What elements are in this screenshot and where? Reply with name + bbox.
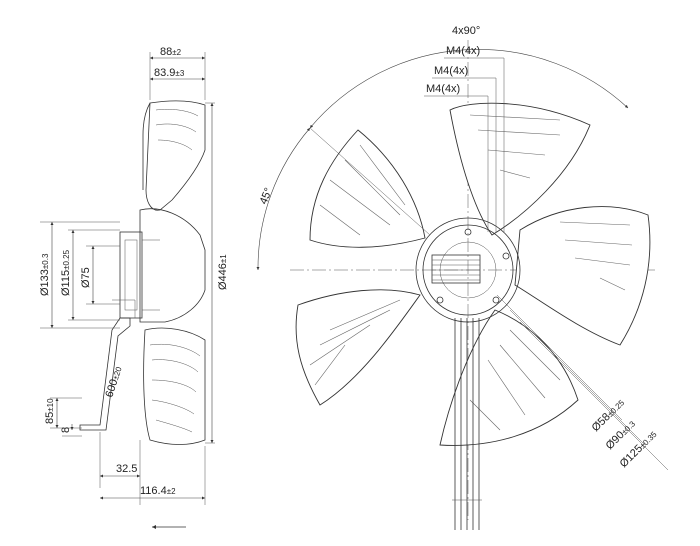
offset-85-label: 85±10 (44, 398, 56, 424)
angle-4x90-label: 4x90° (452, 25, 480, 37)
front-view: 4x90° 45° M4(4x) M4(4x) M4(4x) Ø58±0.25 … (256, 25, 669, 530)
cables (452, 318, 482, 530)
offset-32-label: 32.5 (116, 463, 137, 475)
cable-length-label: 600±20 (103, 365, 124, 399)
thread-2-label: M4(4x) (434, 65, 468, 77)
width-blade-label: 83.9±3 (154, 67, 185, 79)
dia-133-label: Ø133±0.3 (39, 253, 51, 296)
dia-75-label: Ø75 (80, 267, 92, 288)
thread-3-label: M4(4x) (426, 83, 460, 95)
offset-8-label: 8 (60, 427, 72, 433)
thread-1-label: M4(4x) (446, 45, 480, 57)
dia-446-label: Ø446±1 (217, 254, 229, 290)
dia-115-label: Ø115±0.25 (60, 249, 72, 296)
hub (415, 217, 521, 323)
width-overall-label: 88±2 (160, 46, 182, 58)
offset-116-label: 116.4±2 (140, 485, 176, 497)
angle-45-label: 45° (258, 186, 275, 206)
side-view: 88±2 83.9±3 Ø446±1 Ø133±0.3 Ø115±0.25 Ø7… (39, 46, 229, 529)
